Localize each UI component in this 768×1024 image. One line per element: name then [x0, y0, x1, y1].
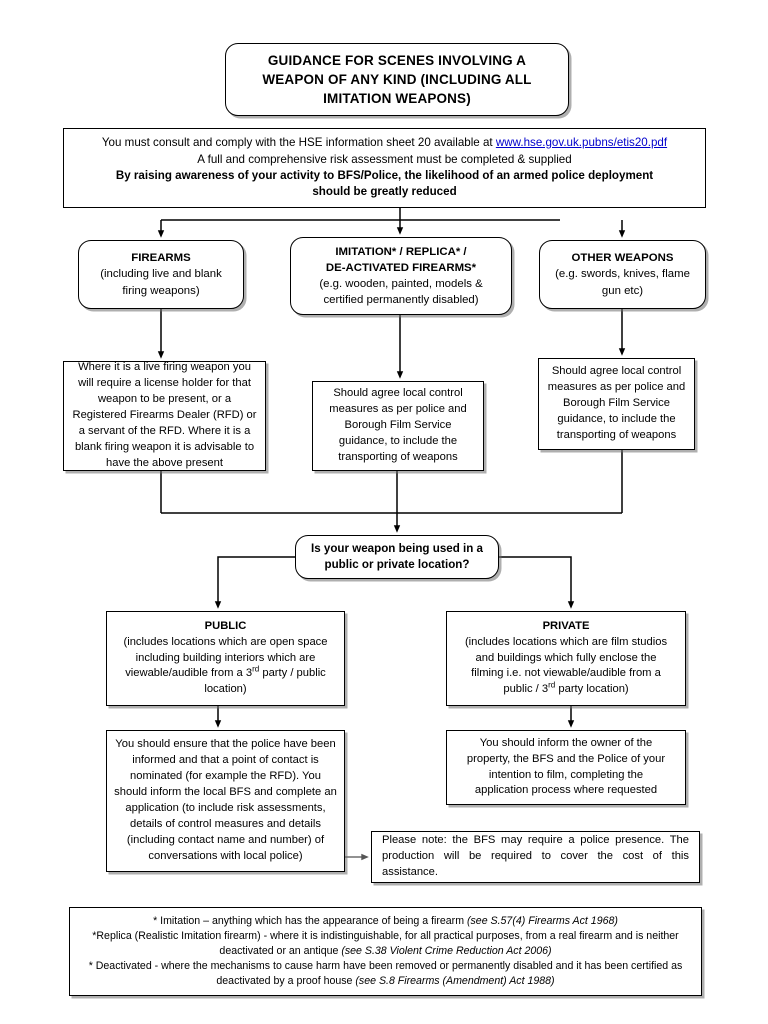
private-desc-4-b: party location) [555, 683, 629, 696]
footnote-3-citation: (see S.8 Firearms (Amendment) Act 1988) [355, 975, 555, 988]
private-action-line-1: You should inform the owner of the [479, 736, 653, 749]
branch-box-public[interactable]: PUBLIC (includes locations which are ope… [106, 611, 345, 706]
footnote-2-text: *Replica (Realistic Imitation firearm) -… [92, 929, 679, 957]
decision-box-location[interactable]: Is your weapon being used in a public or… [295, 535, 499, 579]
private-desc-4-ordinal: rd [548, 680, 556, 690]
public-title: PUBLIC [204, 619, 247, 632]
category-imitation-desc-2: certified permanently disabled) [323, 294, 479, 307]
footnote-line-1: * Imitation – anything which has the app… [145, 914, 626, 929]
intro-line-1: You must consult and comply with the HSE… [94, 135, 675, 151]
compliance-intro-box: You must consult and comply with the HSE… [63, 128, 706, 208]
category-imitation-title-1: IMITATION* / REPLICA* / [335, 245, 467, 258]
private-desc-4: public / 3rd party location) [503, 680, 629, 698]
category-imitation-desc-1: (e.g. wooden, painted, models & [319, 278, 483, 290]
detail-other-text: Should agree local control measures as p… [547, 365, 686, 441]
detail-imitation-text: Should agree local control measures as p… [329, 387, 467, 463]
action-box-public: You should ensure that the police have b… [106, 730, 345, 872]
title-line-3: IMITATION WEAPONS) [323, 91, 471, 107]
footnote-3-text: * Deactivated - where the mechanisms to … [88, 960, 683, 988]
note-text: Please note: the BFS may require a polic… [382, 834, 689, 878]
decision-line-2: public or private location? [324, 558, 470, 571]
detail-firearms-text: Where it is a live firing weapon you wil… [72, 361, 257, 469]
category-other-title: OTHER WEAPONS [571, 252, 674, 265]
document-title-box: GUIDANCE FOR SCENES INVOLVING A WEAPON O… [225, 43, 569, 116]
detail-box-firearms: Where it is a live firing weapon you wil… [63, 361, 266, 471]
category-other-desc-1: (e.g. swords, knives, flame [555, 268, 690, 281]
public-desc-1: (includes locations which are open space [123, 635, 328, 648]
public-desc-2: including building interiors which are [135, 651, 316, 664]
private-desc-3: filming i.e. not viewable/audible from a [471, 667, 661, 680]
detail-box-imitation: Should agree local control measures as p… [312, 381, 484, 471]
footnote-1-text: * Imitation – anything which has the app… [153, 914, 467, 927]
private-action-line-4: application process where requested [474, 784, 658, 797]
category-firearms-desc-1: (including live and blank [100, 268, 222, 281]
public-desc-3-a: viewable/audible from a 3 [125, 667, 253, 680]
public-desc-3: viewable/audible from a 3rd party / publ… [125, 664, 326, 682]
category-box-imitation[interactable]: IMITATION* / REPLICA* / DE-ACTIVATED FIR… [290, 237, 512, 315]
title-line-2: WEAPON OF ANY KIND (INCLUDING ALL [262, 71, 532, 87]
intro-line-3: By raising awareness of your activity to… [115, 169, 654, 182]
branch-box-private[interactable]: PRIVATE (includes locations which are fi… [446, 611, 686, 706]
private-action-line-2: property, the BFS and the Police of your [466, 752, 666, 765]
private-desc-2: and buildings which fully enclose the [475, 651, 657, 664]
category-firearms-desc-2: firing weapons) [122, 284, 200, 297]
intro-line-2: A full and comprehensive risk assessment… [197, 152, 572, 166]
private-title: PRIVATE [542, 619, 590, 632]
action-box-private: You should inform the owner of the prope… [446, 730, 686, 805]
category-box-firearms[interactable]: FIREARMS (including live and blank firin… [78, 240, 244, 309]
intro-line-4: should be greatly reduced [312, 185, 457, 199]
footnote-2-citation: (see S.38 Violent Crime Reduction Act 20… [341, 944, 552, 957]
private-desc-1: (includes locations which are film studi… [464, 635, 668, 648]
private-desc-4-a: public / 3 [503, 683, 549, 696]
category-other-desc-2: gun etc) [601, 284, 644, 297]
footnote-line-3: * Deactivated - where the mechanisms to … [70, 959, 701, 989]
footnote-definitions-box: * Imitation – anything which has the app… [69, 907, 702, 996]
public-desc-3-ordinal: rd [252, 664, 260, 674]
decision-line-1: Is your weapon being used in a [310, 541, 483, 555]
category-box-other-weapons[interactable]: OTHER WEAPONS (e.g. swords, knives, flam… [539, 240, 706, 309]
title-line-1: GUIDANCE FOR SCENES INVOLVING A [267, 52, 527, 68]
note-box-police-presence: Please note: the BFS may require a polic… [371, 831, 700, 883]
private-action-line-3: intention to film, completing the [488, 768, 644, 781]
public-desc-3-b: party / public [259, 667, 326, 680]
detail-box-other-weapons: Should agree local control measures as p… [538, 358, 695, 450]
footnote-1-citation: (see S.57(4) Firearms Act 1968) [466, 914, 618, 927]
hse-guidance-link[interactable]: www.hse.gov.uk.pubns/etis20.pdf [495, 136, 668, 150]
intro-line-1-text: You must consult and comply with the HSE… [101, 136, 496, 150]
public-desc-4: location) [204, 683, 247, 696]
footnote-line-2: *Replica (Realistic Imitation firearm) -… [70, 929, 701, 959]
category-imitation-title-2: DE-ACTIVATED FIREARMS* [325, 261, 477, 274]
category-firearms-title: FIREARMS [131, 252, 191, 265]
public-action-text: You should ensure that the police have b… [114, 738, 337, 862]
